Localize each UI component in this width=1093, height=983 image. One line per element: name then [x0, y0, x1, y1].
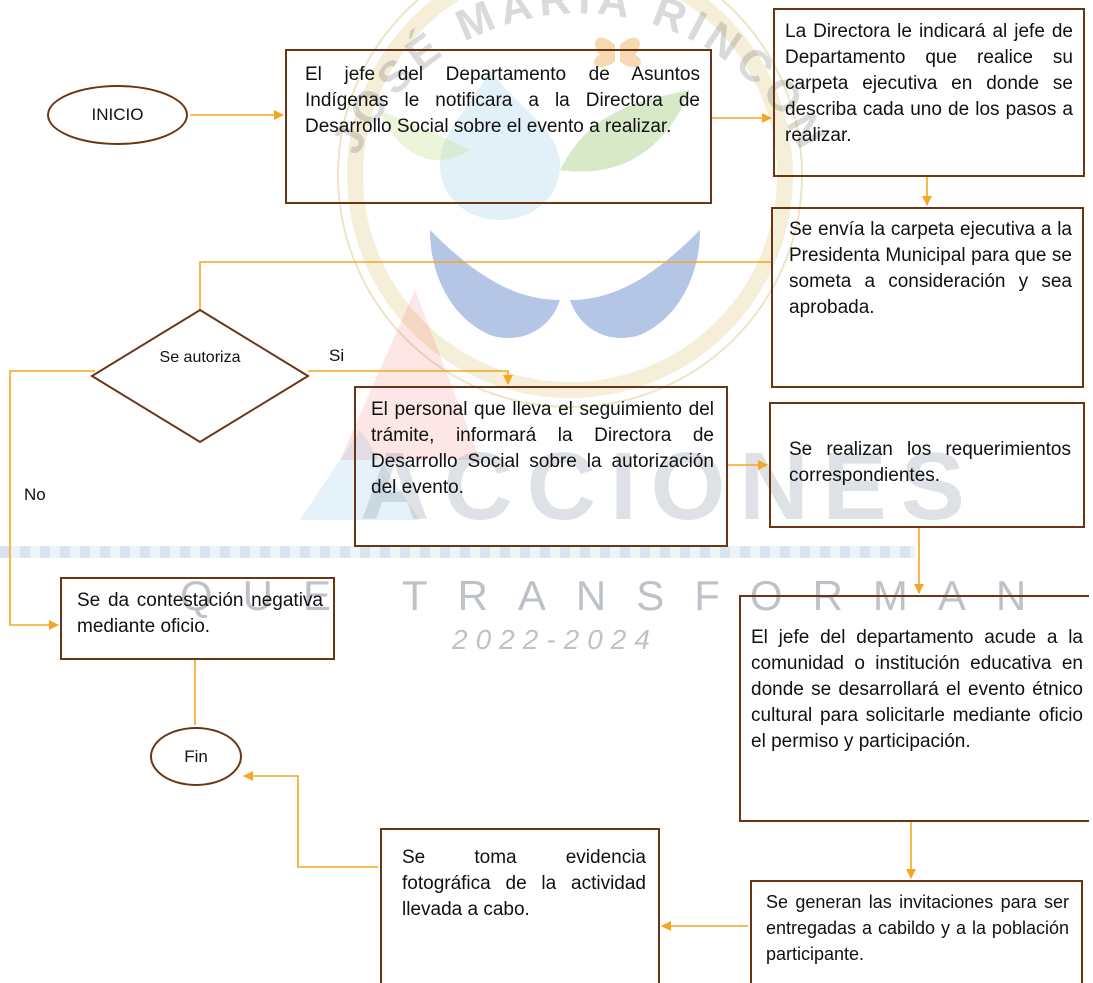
step-inform-box: El personal que lleva el seguimiento del… — [354, 386, 728, 547]
step-notify-box: El jefe del Departamento de Asuntos Indí… — [285, 49, 712, 204]
start-label: INICIO — [91, 105, 144, 124]
arrow-evidence-to-fin — [243, 771, 378, 868]
step-evidence-box: Se toma evidencia fotográfica de la acti… — [380, 828, 660, 983]
step-invitations-text: Se generan las invitaciones para ser ent… — [766, 892, 1069, 964]
step-evidence-text: Se toma evidencia fotográfica de la acti… — [402, 847, 646, 920]
step-send-text: Se envía la carpeta ejecutiva a la Presi… — [789, 219, 1072, 318]
label-no: No — [24, 485, 46, 504]
step-negative-text: Se da contestación negativa mediante ofi… — [77, 590, 323, 637]
arrow-send-to-decision — [199, 261, 771, 310]
step-requirements-box: Se realizan los requerimientos correspon… — [769, 402, 1085, 528]
start-oval: INICIO — [47, 85, 188, 145]
decision-diamond — [90, 308, 310, 444]
step-director-text: La Directora le indicará al jefe de Depa… — [785, 21, 1073, 146]
label-yes: Si — [329, 346, 345, 365]
end-oval: Fin — [150, 727, 242, 786]
step-visit-text: El jefe del departamento acude a la comu… — [751, 627, 1083, 752]
watermark-pattern-band — [0, 546, 915, 558]
end-label: Fin — [184, 746, 208, 766]
step-invitations-box: Se generan las invitaciones para ser ent… — [750, 880, 1083, 983]
step-visit-box: El jefe del departamento acude a la comu… — [739, 595, 1089, 822]
step-requirements-text: Se realizan los requerimientos correspon… — [789, 439, 1071, 486]
step-director-box: La Directora le indicará al jefe de Depa… — [773, 8, 1085, 177]
step-inform-text: El personal que lleva el seguimiento del… — [371, 399, 714, 498]
step-send-box: Se envía la carpeta ejecutiva a la Presi… — [771, 207, 1084, 388]
step-notify-text: El jefe del Departamento de Asuntos Indí… — [305, 64, 700, 137]
decision-label: Se autoriza — [159, 349, 241, 366]
arrow-decision-yes — [308, 370, 513, 385]
watermark-acciones: ACCIONES — [360, 433, 979, 540]
watermark-years: 2022-2024 — [452, 624, 658, 655]
step-negative-box: Se da contestación negativa mediante ofi… — [60, 577, 335, 660]
